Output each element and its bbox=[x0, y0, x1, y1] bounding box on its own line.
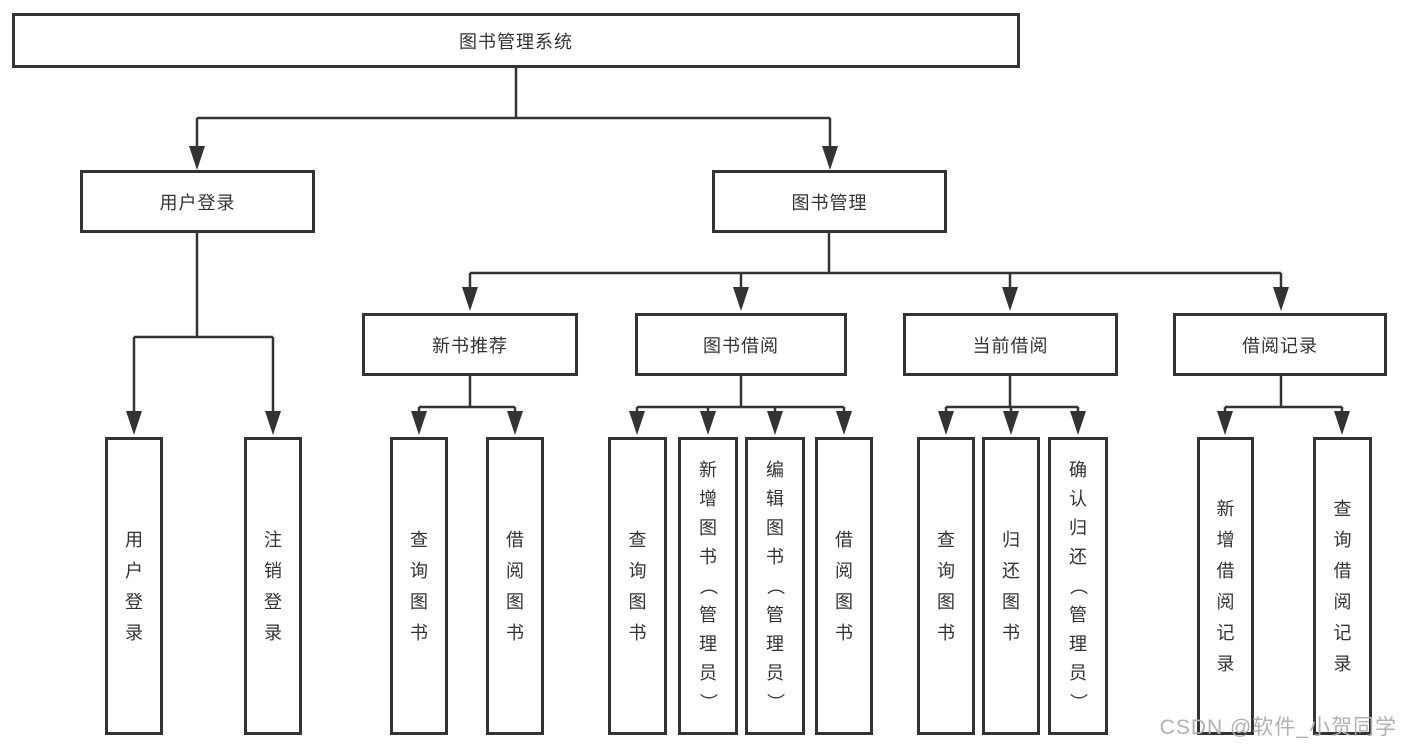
node-label: 当前借阅 bbox=[972, 335, 1049, 356]
leaf-label: 新增图书（管理员） bbox=[698, 460, 718, 711]
leaf-label: 查询图书 bbox=[937, 529, 955, 643]
node-label: 用户登录 bbox=[159, 192, 236, 213]
leaf-user-login: 用户登录 bbox=[105, 437, 163, 735]
leaf-label: 确认归还（管理员） bbox=[1068, 460, 1088, 711]
node-book-borrow: 图书借阅 bbox=[635, 313, 847, 376]
node-label: 借阅记录 bbox=[1242, 335, 1318, 356]
node-label: 图书管理系统 bbox=[459, 31, 573, 52]
leaf-label: 注销登录 bbox=[264, 529, 282, 643]
leaf-label: 借阅图书 bbox=[835, 529, 853, 643]
node-library-management-system: 图书管理系统 bbox=[12, 13, 1020, 68]
node-book-management: 图书管理 bbox=[712, 170, 947, 233]
node-label: 新书推荐 bbox=[432, 335, 508, 356]
leaf-borrow-query-books: 查询图书 bbox=[608, 437, 667, 735]
leaf-add-borrow-record: 新增借阅记录 bbox=[1197, 437, 1254, 735]
leaf-label: 新增借阅记录 bbox=[1216, 498, 1235, 674]
leaf-borrow-books: 借阅图书 bbox=[815, 437, 873, 735]
leaf-label: 查询图书 bbox=[410, 529, 428, 643]
leaf-edit-books-admin: 编辑图书（管理员） bbox=[745, 437, 805, 735]
leaf-label: 借阅图书 bbox=[506, 529, 524, 643]
node-label: 图书管理 bbox=[791, 192, 868, 213]
node-label: 图书借阅 bbox=[703, 335, 779, 356]
leaf-label: 用户登录 bbox=[125, 529, 143, 643]
leaf-query-borrow-record: 查询借阅记录 bbox=[1313, 437, 1372, 735]
leaf-confirm-return-admin: 确认归还（管理员） bbox=[1048, 437, 1108, 735]
leaf-label: 查询图书 bbox=[628, 529, 647, 643]
leaf-current-query-books: 查询图书 bbox=[917, 437, 975, 735]
leaf-logout-login: 注销登录 bbox=[244, 437, 302, 735]
node-current-borrow: 当前借阅 bbox=[903, 313, 1118, 376]
csdn-watermark: CSDN @软件_小贺同学 bbox=[1159, 716, 1397, 739]
leaf-label: 编辑图书（管理员） bbox=[765, 460, 785, 711]
leaf-recommend-query-books: 查询图书 bbox=[390, 437, 448, 735]
leaf-recommend-borrow-books: 借阅图书 bbox=[486, 437, 544, 735]
leaf-label: 归还图书 bbox=[1002, 529, 1020, 643]
leaf-add-books-admin: 新增图书（管理员） bbox=[678, 437, 738, 735]
node-user-login: 用户登录 bbox=[80, 170, 315, 233]
node-borrow-records: 借阅记录 bbox=[1173, 313, 1387, 376]
leaf-label: 查询借阅记录 bbox=[1333, 498, 1352, 674]
leaf-return-books: 归还图书 bbox=[982, 437, 1040, 735]
node-new-book-recommend: 新书推荐 bbox=[362, 313, 578, 376]
